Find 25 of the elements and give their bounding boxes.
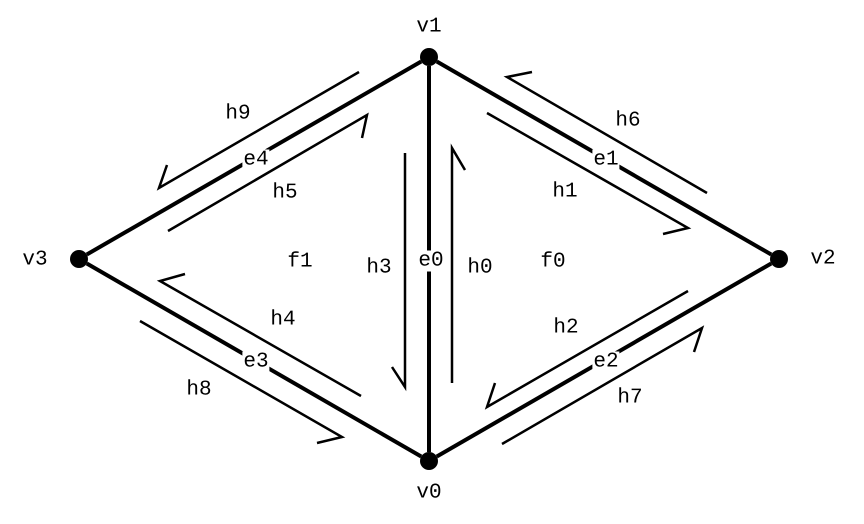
half-edge-label: h9 — [225, 104, 251, 124]
edge-line — [436, 262, 772, 458]
edge-line — [427, 66, 431, 452]
half-edge-label: h1 — [552, 182, 578, 202]
vertex-label: v2 — [810, 248, 836, 270]
vertex-label: v0 — [416, 482, 442, 504]
half-edge-label: h7 — [617, 388, 643, 408]
face-label: f0 — [540, 252, 566, 272]
half-edge-label: h8 — [186, 380, 212, 400]
half-edge-label: h2 — [553, 318, 579, 338]
half-edge-label: h0 — [467, 258, 493, 278]
half-edge-label: h3 — [366, 258, 392, 278]
edge-label: e0 — [417, 250, 445, 272]
edge-line — [86, 60, 422, 256]
edge-label: e4 — [242, 150, 270, 170]
face-label: f1 — [287, 252, 313, 272]
edge-line — [86, 262, 422, 458]
half-edge-label: h5 — [272, 182, 298, 204]
vertex-label: v3 — [22, 250, 48, 270]
edge-label: e1 — [592, 150, 620, 170]
half-edge-label: h4 — [270, 310, 296, 330]
half-edge-label: h6 — [615, 110, 641, 132]
vertex-label: v1 — [416, 16, 442, 38]
edge-line — [436, 60, 772, 256]
edge-label: e3 — [242, 352, 270, 372]
